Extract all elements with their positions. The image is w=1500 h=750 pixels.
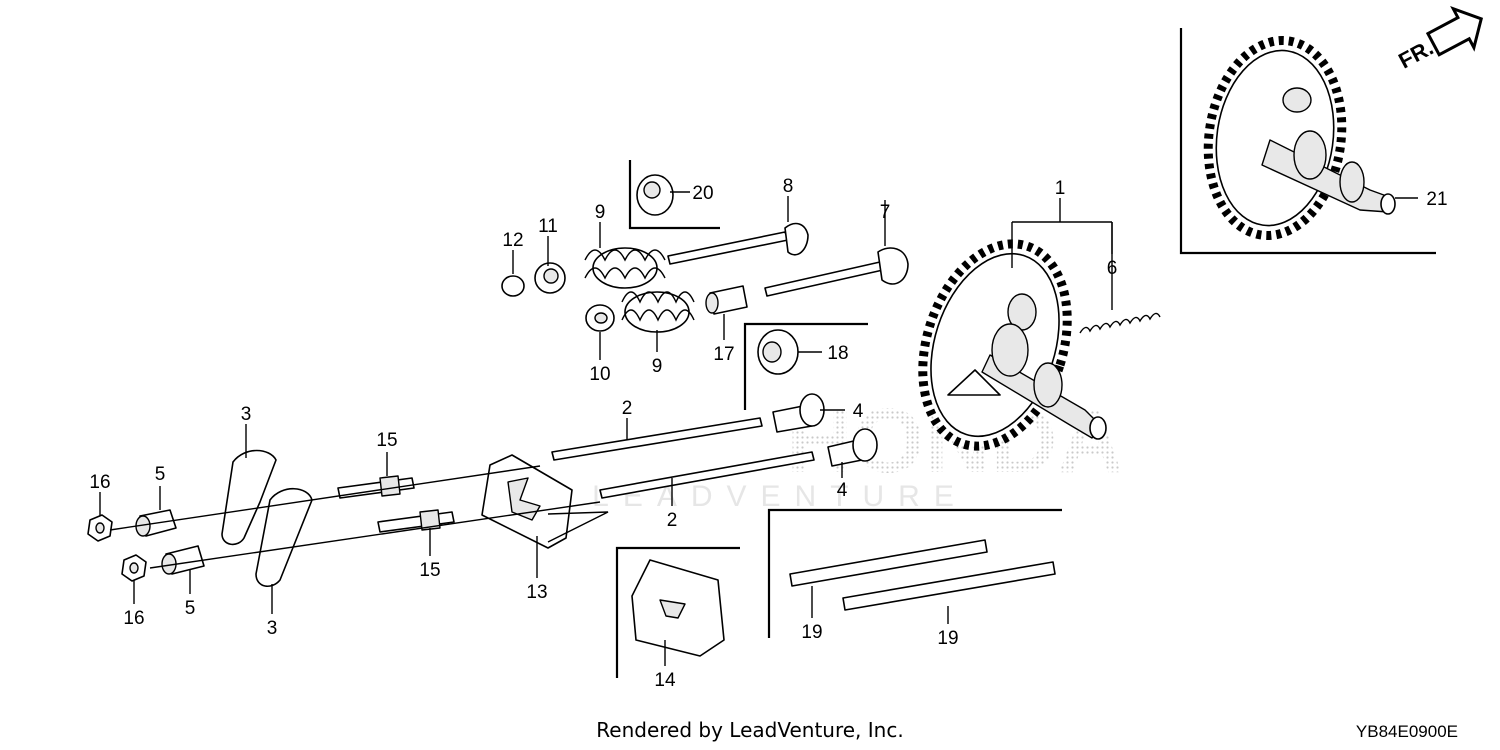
seal-18 xyxy=(757,329,799,375)
tappet-4-upper xyxy=(772,393,825,433)
retainer-10 xyxy=(585,304,615,332)
valve-spring-9-lower xyxy=(621,291,695,333)
callout-18: 18 xyxy=(827,343,848,364)
seal-20 xyxy=(636,174,674,216)
box-19 xyxy=(767,508,1062,638)
callout-17: 17 xyxy=(713,344,734,365)
callout-3-lower: 3 xyxy=(267,618,278,639)
callout-5-upper: 5 xyxy=(155,464,166,485)
rocker-arm-3-lower xyxy=(255,487,313,587)
tappet-4-lower xyxy=(827,428,878,467)
spring-6 xyxy=(1079,312,1161,334)
callout-12: 12 xyxy=(502,230,523,251)
diagram-code: YB84E0900E xyxy=(1355,722,1458,741)
callouts: 1 2 2 3 3 4 4 5 5 6 7 8 9 9 10 11 12 13 … xyxy=(89,176,1447,691)
cap-12 xyxy=(501,275,525,297)
render-credit: Rendered by LeadVenture, Inc. xyxy=(596,718,904,742)
pushrod-19-upper xyxy=(789,539,988,587)
valve-spring-9-upper xyxy=(584,247,666,289)
pushrod-2-lower xyxy=(599,451,815,499)
callout-19-left: 19 xyxy=(801,622,822,643)
pushrod-2-upper xyxy=(551,417,763,461)
callout-9-lower: 9 xyxy=(652,356,663,377)
callout-11: 11 xyxy=(538,216,558,237)
box-14 xyxy=(615,546,740,678)
valve-7 xyxy=(764,247,909,297)
callout-1: 1 xyxy=(1055,178,1066,199)
box-21 xyxy=(1179,28,1436,255)
front-direction-arrow: FR. xyxy=(1394,6,1484,73)
callout-20: 20 xyxy=(692,183,713,204)
callout-8: 8 xyxy=(783,176,794,197)
pushrod-19-lower xyxy=(842,561,1056,611)
camshaft-variant-21 xyxy=(1203,36,1396,240)
box-20 xyxy=(628,160,720,230)
callout-21: 21 xyxy=(1426,189,1447,210)
callout-16-upper: 16 xyxy=(89,472,110,493)
rocker-arm-3-upper xyxy=(221,449,277,546)
valve-8 xyxy=(667,222,809,265)
callout-2-upper: 2 xyxy=(622,398,633,419)
callout-16-lower: 16 xyxy=(123,608,144,629)
callout-6: 6 xyxy=(1107,258,1118,279)
callout-13: 13 xyxy=(526,582,547,603)
stud-15-lower xyxy=(377,509,455,533)
callout-7: 7 xyxy=(880,202,891,223)
callout-3-upper: 3 xyxy=(241,404,252,425)
callout-4-upper: 4 xyxy=(853,401,864,422)
guide-17 xyxy=(705,285,748,315)
guide-plate-14 xyxy=(631,559,725,657)
pivot-5-lower xyxy=(161,545,205,575)
callout-4-lower: 4 xyxy=(837,480,848,501)
axis-bracket xyxy=(547,511,609,543)
axis-lines xyxy=(109,465,601,569)
callout-19-right: 19 xyxy=(937,628,958,649)
nut-16-lower xyxy=(121,554,147,582)
leader-lines xyxy=(99,191,1418,666)
guide-plate-13 xyxy=(481,454,573,549)
callout-9-upper: 9 xyxy=(595,202,606,223)
retainer-11 xyxy=(534,262,566,294)
callout-14: 14 xyxy=(654,670,676,691)
box-18 xyxy=(743,322,868,410)
callout-5-lower: 5 xyxy=(185,598,196,619)
callout-2-lower: 2 xyxy=(667,510,678,531)
arrow-icon xyxy=(1425,6,1484,57)
callout-10: 10 xyxy=(589,364,610,385)
callout-15-upper: 15 xyxy=(376,430,397,451)
camshaft-assembly xyxy=(918,239,1107,451)
callout-15-lower: 15 xyxy=(419,560,440,581)
nut-16-upper xyxy=(87,514,113,542)
